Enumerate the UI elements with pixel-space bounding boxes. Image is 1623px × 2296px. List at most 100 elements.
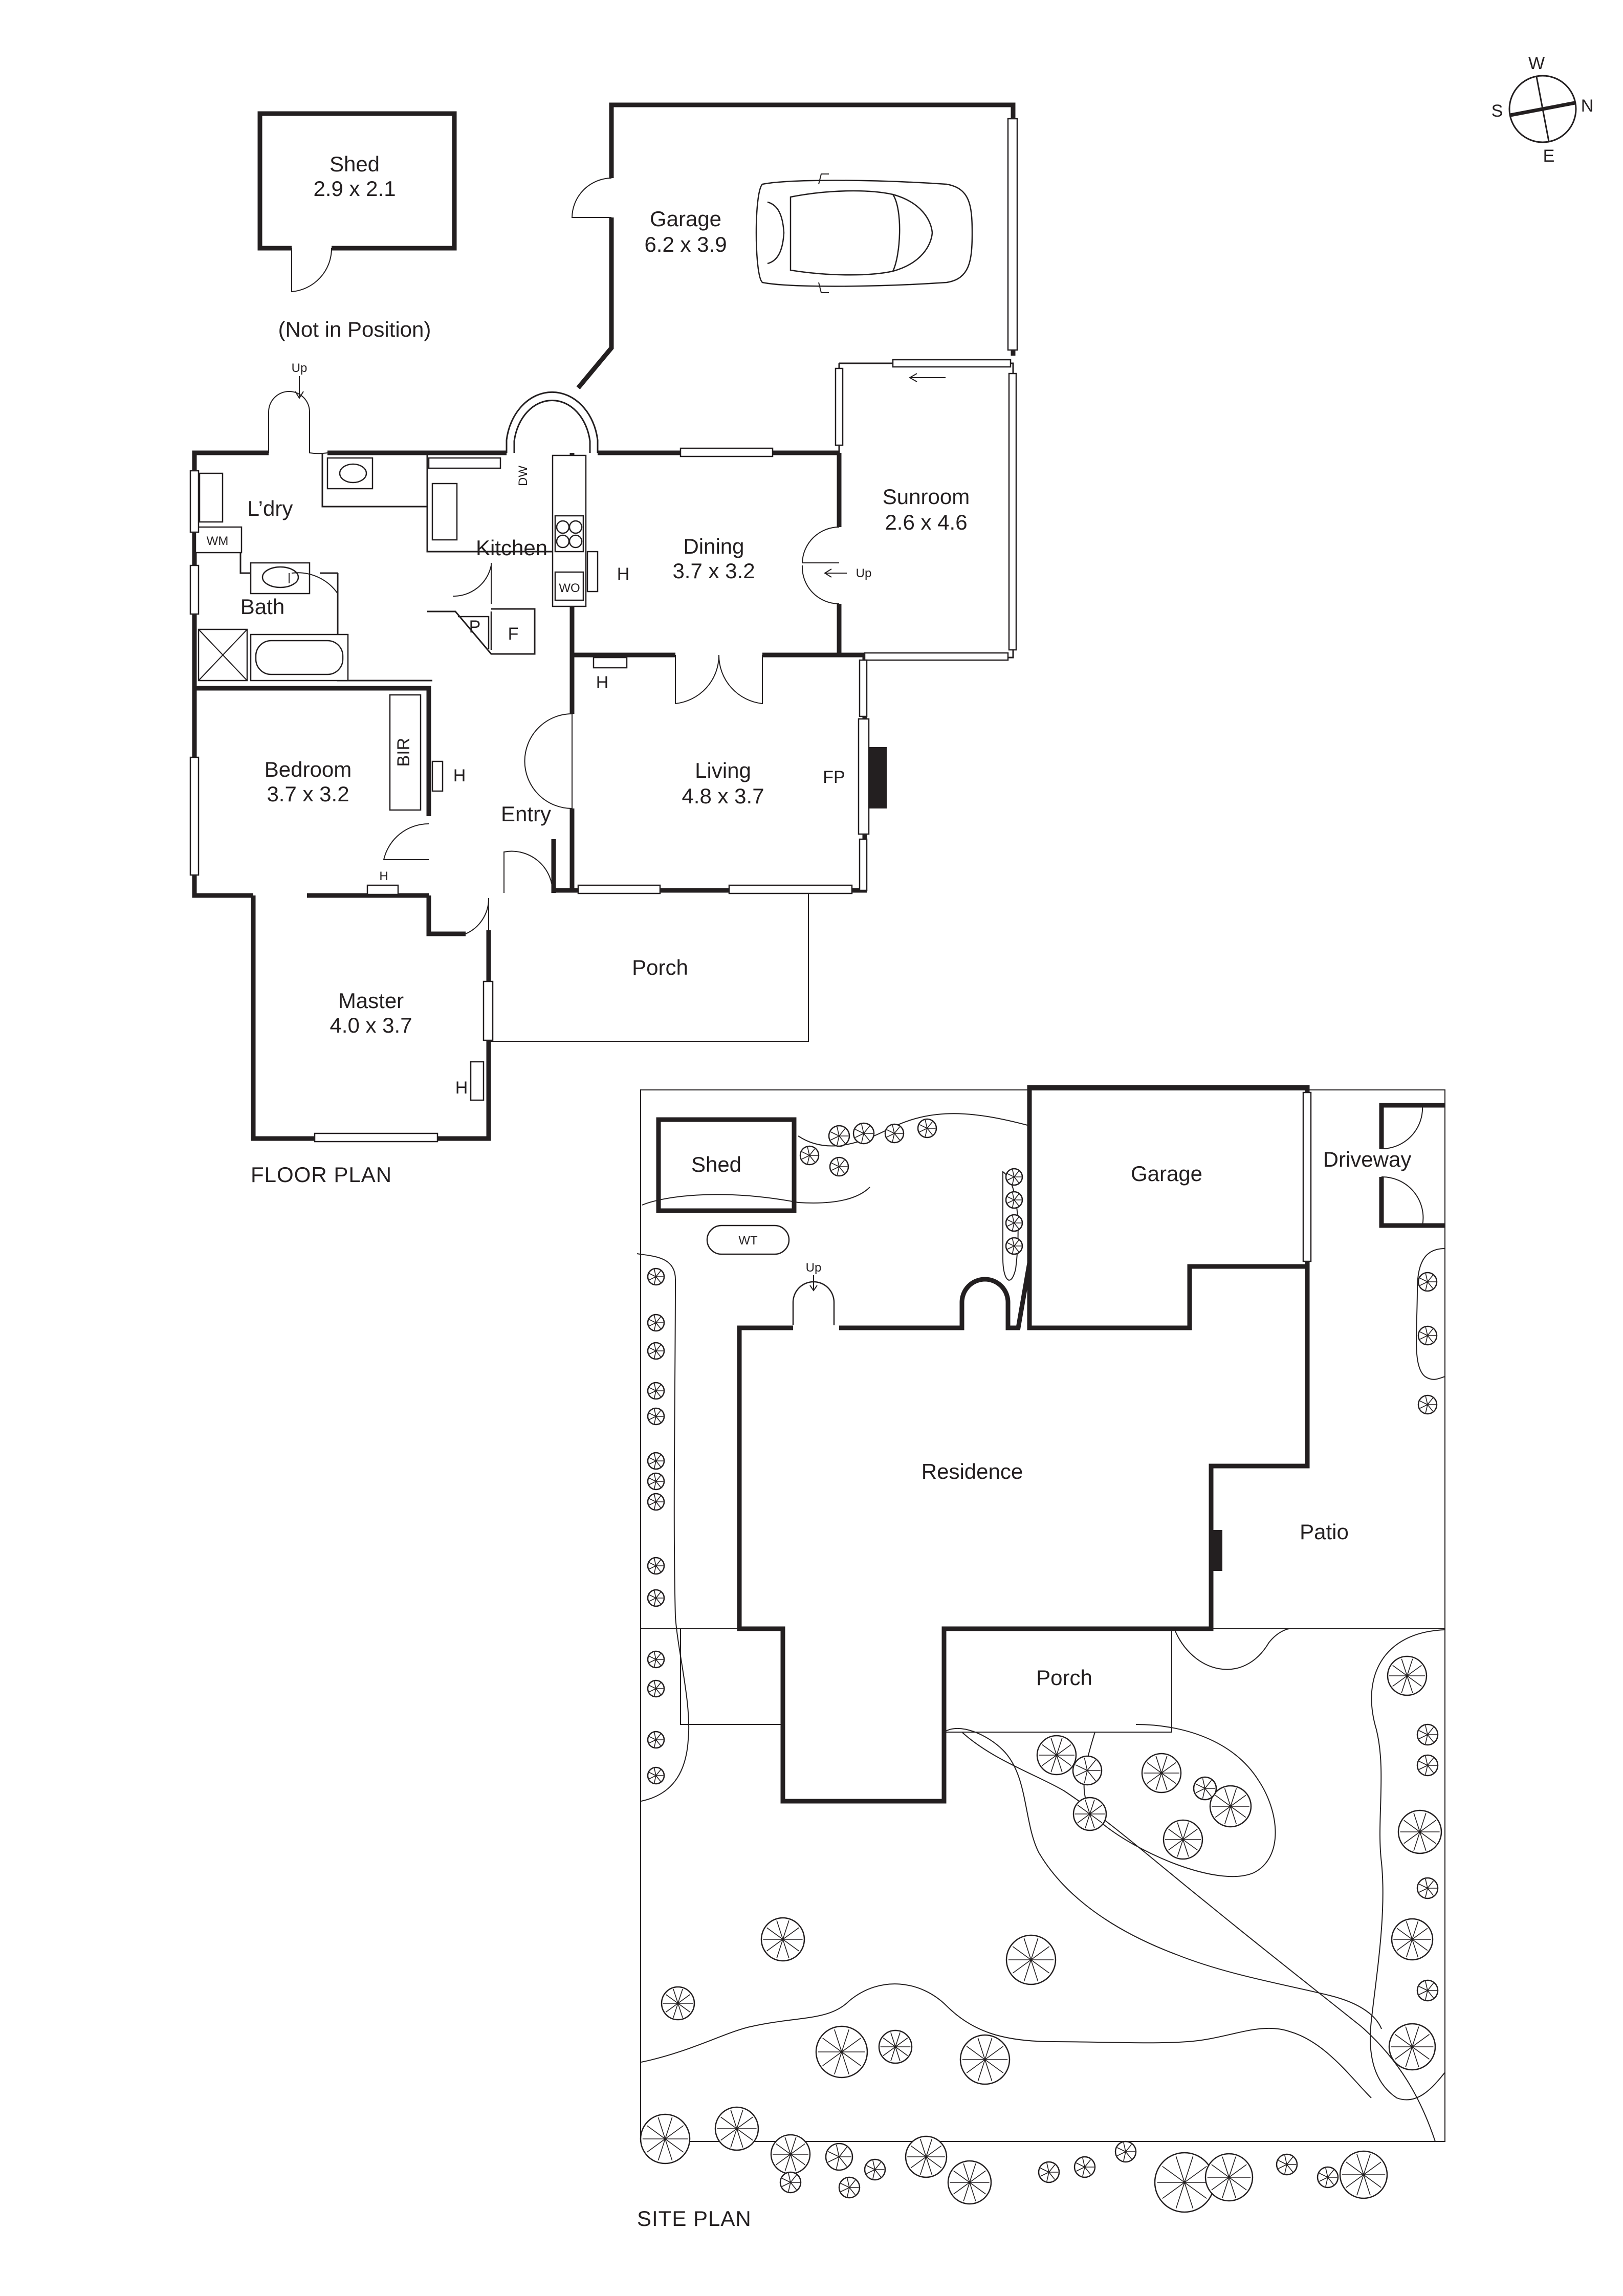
tree-icon xyxy=(884,1123,905,1144)
garage-floor: Garage 6.2 x 3.9 xyxy=(571,102,1018,389)
tree-icon xyxy=(647,1452,665,1470)
sunroom-name: Sunroom xyxy=(883,485,970,509)
dining-name: Dining xyxy=(683,534,744,558)
tree-icon xyxy=(825,2142,853,2171)
tree-icon xyxy=(852,1122,875,1145)
compass-w-label: W xyxy=(1528,54,1545,73)
tree-icon xyxy=(815,2025,868,2079)
tree-icon xyxy=(779,2171,802,2194)
tree-icon xyxy=(647,1679,665,1698)
site-up-label: Up xyxy=(806,1261,822,1275)
site-garage-label: Garage xyxy=(1131,1162,1202,1186)
residence-label: Residence xyxy=(922,1459,1023,1483)
master-heater-label: H xyxy=(455,1078,468,1098)
compass-e-label: E xyxy=(1543,146,1555,166)
shed-note: (Not in Position) xyxy=(278,317,431,341)
tree-icon xyxy=(1397,1809,1442,1854)
tree-icon xyxy=(799,1145,820,1166)
tree-icon xyxy=(1072,1797,1107,1831)
laundry-up-label: Up xyxy=(292,361,308,375)
dining-heater-label: H xyxy=(617,564,630,584)
tree-icon xyxy=(1416,1723,1439,1746)
shed-name: Shed xyxy=(330,152,380,176)
sunroom-size: 2.6 x 4.6 xyxy=(885,510,967,534)
tree-icon xyxy=(647,1766,665,1785)
tree-icon xyxy=(828,1125,850,1147)
tree-icon xyxy=(647,1589,665,1607)
hall-heater-label: H xyxy=(379,869,388,883)
tree-icon xyxy=(1276,2153,1298,2176)
laundry-label: L’dry xyxy=(248,496,293,520)
tree-icon xyxy=(1209,1785,1252,1828)
tree-icon xyxy=(647,1472,665,1491)
tree-icon xyxy=(1417,1325,1438,1346)
tree-icon xyxy=(647,1557,665,1575)
tree-icon xyxy=(829,1156,849,1177)
dishwasher-label: DW xyxy=(516,466,530,486)
tree-icon xyxy=(1416,1877,1439,1899)
tree-icon xyxy=(864,2158,886,2181)
tree-icon xyxy=(1005,1191,1023,1209)
tree-icon xyxy=(905,2135,948,2178)
tree-icon xyxy=(647,1407,665,1426)
compass-needle xyxy=(1510,101,1575,117)
site-porch-label: Porch xyxy=(1036,1666,1092,1690)
dining-size: 3.7 x 3.2 xyxy=(672,559,755,583)
car-icon xyxy=(755,173,973,293)
entry-label: Entry xyxy=(501,802,551,826)
compass-s-label: S xyxy=(1492,101,1503,121)
site-shed xyxy=(656,1117,797,1213)
washing-machine-label: WM xyxy=(207,534,229,548)
tree-icon xyxy=(1038,2161,1060,2183)
residence-outline xyxy=(737,1262,1310,1804)
sunroom-up-label: Up xyxy=(856,566,872,580)
tree-icon xyxy=(640,2113,691,2164)
shed-size: 2.9 x 2.1 xyxy=(313,177,396,201)
garage-size: 6.2 x 3.9 xyxy=(644,232,727,256)
compass: W N S E xyxy=(1492,54,1594,166)
tree-icon xyxy=(838,2176,861,2199)
floor-plan: Shed 2.9 x 2.1 (Not in Position) Garage … xyxy=(189,102,1018,1187)
living-name: Living xyxy=(695,758,751,782)
master-size: 4.0 x 3.7 xyxy=(330,1013,412,1037)
tree-icon xyxy=(1416,1754,1439,1777)
living-heater-label: H xyxy=(596,673,609,692)
built-in-robe-label: BIR xyxy=(394,738,413,767)
living-size: 4.8 x 3.7 xyxy=(682,784,764,808)
site-plan: Shed WT Up Garage Driveway Residence Pat… xyxy=(637,1085,1445,2231)
tree-icon xyxy=(647,1314,665,1332)
tree-icon xyxy=(770,2134,811,2175)
tree-icon xyxy=(647,1493,665,1511)
tree-icon xyxy=(1072,1755,1103,1786)
tree-icon xyxy=(647,1382,665,1400)
tree-icon xyxy=(1387,1655,1428,1696)
site-trees xyxy=(640,1118,1442,2213)
tree-icon xyxy=(917,1118,937,1139)
tree-icon xyxy=(1114,2140,1137,2163)
fireplace-label: FP xyxy=(823,768,845,787)
tree-icon xyxy=(1193,1776,1217,1801)
bedroom-name: Bedroom xyxy=(265,757,352,781)
tree-icon xyxy=(1005,1934,1057,1985)
porch-label: Porch xyxy=(632,955,688,979)
site-shed-label: Shed xyxy=(691,1152,741,1176)
driveway-label: Driveway xyxy=(1323,1147,1412,1171)
house-walls xyxy=(189,359,1017,1143)
bedroom-size: 3.7 x 3.2 xyxy=(267,782,349,806)
patio-label: Patio xyxy=(1300,1520,1349,1544)
tree-icon xyxy=(1417,1394,1438,1415)
shed-floor: Shed 2.9 x 2.1 (Not in Position) xyxy=(257,111,457,341)
tree-icon xyxy=(714,2106,759,2151)
pantry-label: P xyxy=(469,617,481,637)
tree-icon xyxy=(647,1342,665,1360)
tree-icon xyxy=(1036,1735,1077,1776)
compass-n-label: N xyxy=(1581,96,1594,116)
tree-icon xyxy=(959,2034,1011,2085)
water-tank-label: WT xyxy=(738,1234,758,1248)
tree-icon xyxy=(647,1267,665,1286)
garage-name: Garage xyxy=(650,207,721,231)
tree-icon xyxy=(647,1650,665,1669)
bath-label: Bath xyxy=(240,595,284,619)
tree-icon xyxy=(1005,1214,1023,1232)
